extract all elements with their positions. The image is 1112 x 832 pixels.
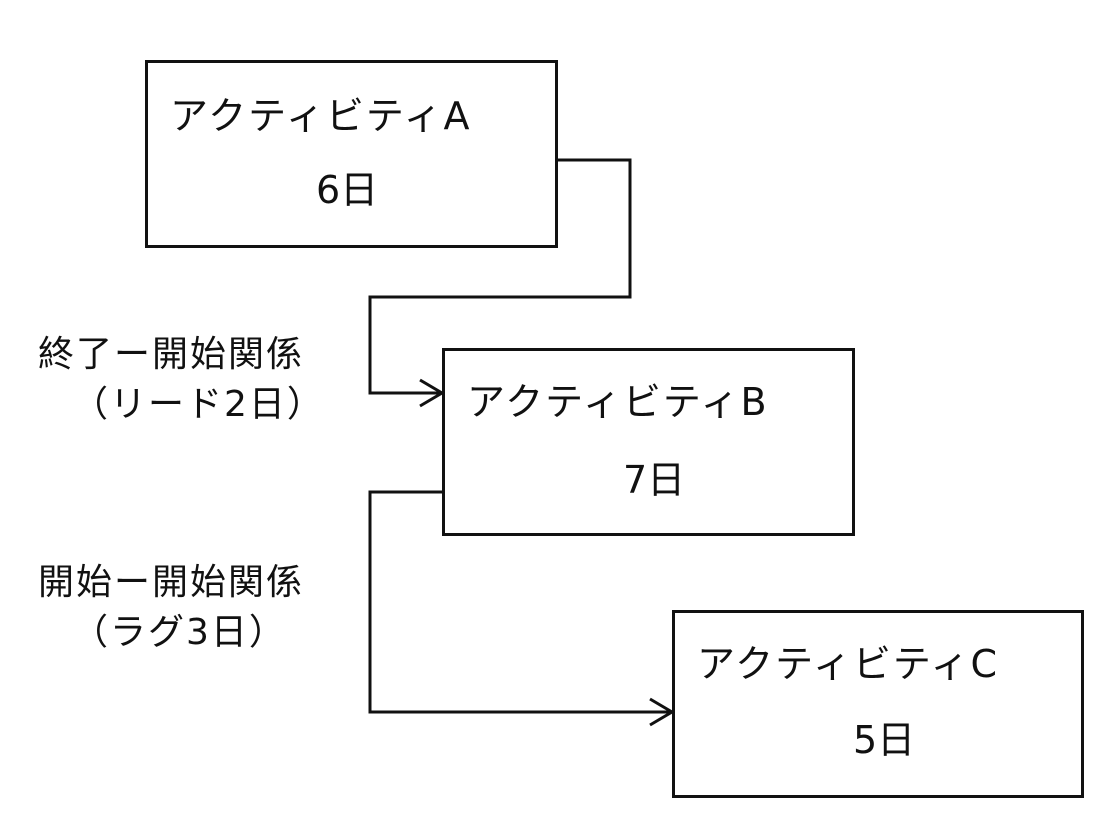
relationship-bc-label: 開始ー開始関係 （ラグ3日）: [38, 558, 304, 658]
activity-a-name: アクティビティA: [170, 94, 472, 138]
activity-a-box: アクティビティA 6日: [145, 60, 558, 248]
activity-b-box: アクティビティB 7日: [442, 348, 855, 536]
activity-c-box: アクティビティC 5日: [672, 610, 1084, 798]
finish-to-start-connector: [368, 158, 632, 395]
relationship-bc-detail: （ラグ3日）: [72, 612, 287, 653]
activity-a-duration: 6日: [316, 168, 379, 212]
start-to-start-connector: [368, 490, 670, 714]
activity-c-name: アクティビティC: [697, 642, 1000, 686]
relationship-ab-label: 終了ー開始関係 （リード2日）: [38, 330, 325, 430]
relationship-bc-type: 開始ー開始関係: [38, 562, 305, 603]
activity-c-duration: 5日: [853, 718, 916, 762]
activity-b-duration: 7日: [623, 458, 686, 502]
relationship-ab-detail: （リード2日）: [72, 384, 325, 425]
activity-b-name: アクティビティB: [467, 380, 769, 424]
relationship-ab-type: 終了ー開始関係: [38, 334, 305, 375]
